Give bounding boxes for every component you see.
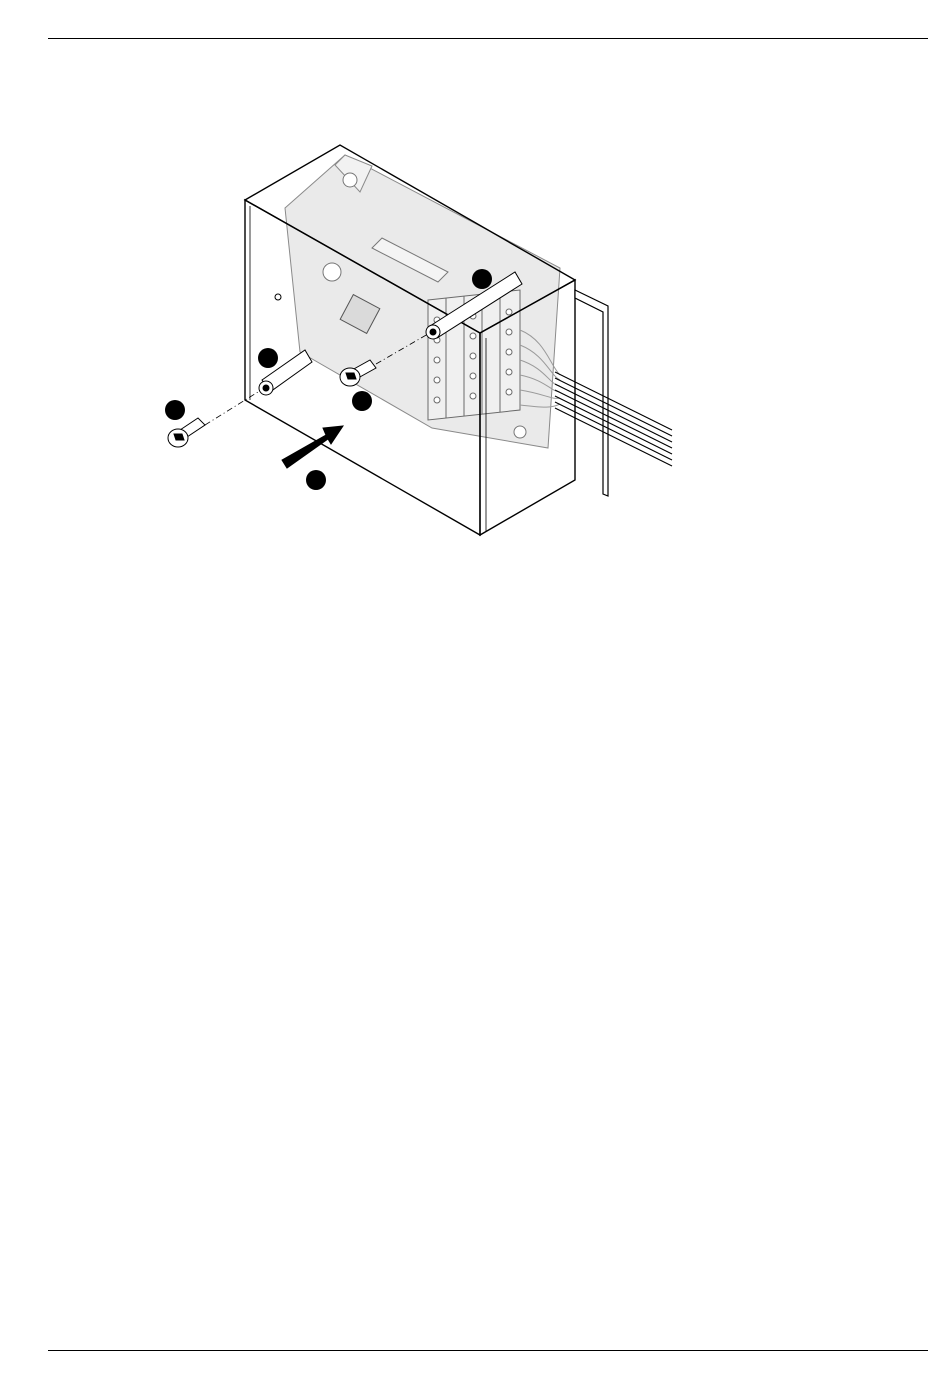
cable-bundle — [555, 372, 672, 466]
header-rule — [48, 38, 928, 39]
footer-rule — [48, 1350, 928, 1351]
assembly-illustration — [150, 140, 690, 540]
assembly-figure — [150, 140, 690, 540]
callout-marker-a — [165, 400, 185, 420]
callout-marker-b — [258, 348, 278, 368]
push-arrow — [282, 426, 343, 468]
callout-marker-e — [306, 470, 326, 490]
cover-screw-hole — [275, 294, 281, 300]
screw-front — [168, 418, 205, 447]
callout-marker-d — [472, 269, 492, 289]
callout-marker-c — [352, 391, 372, 411]
mounting-bracket — [575, 290, 608, 496]
